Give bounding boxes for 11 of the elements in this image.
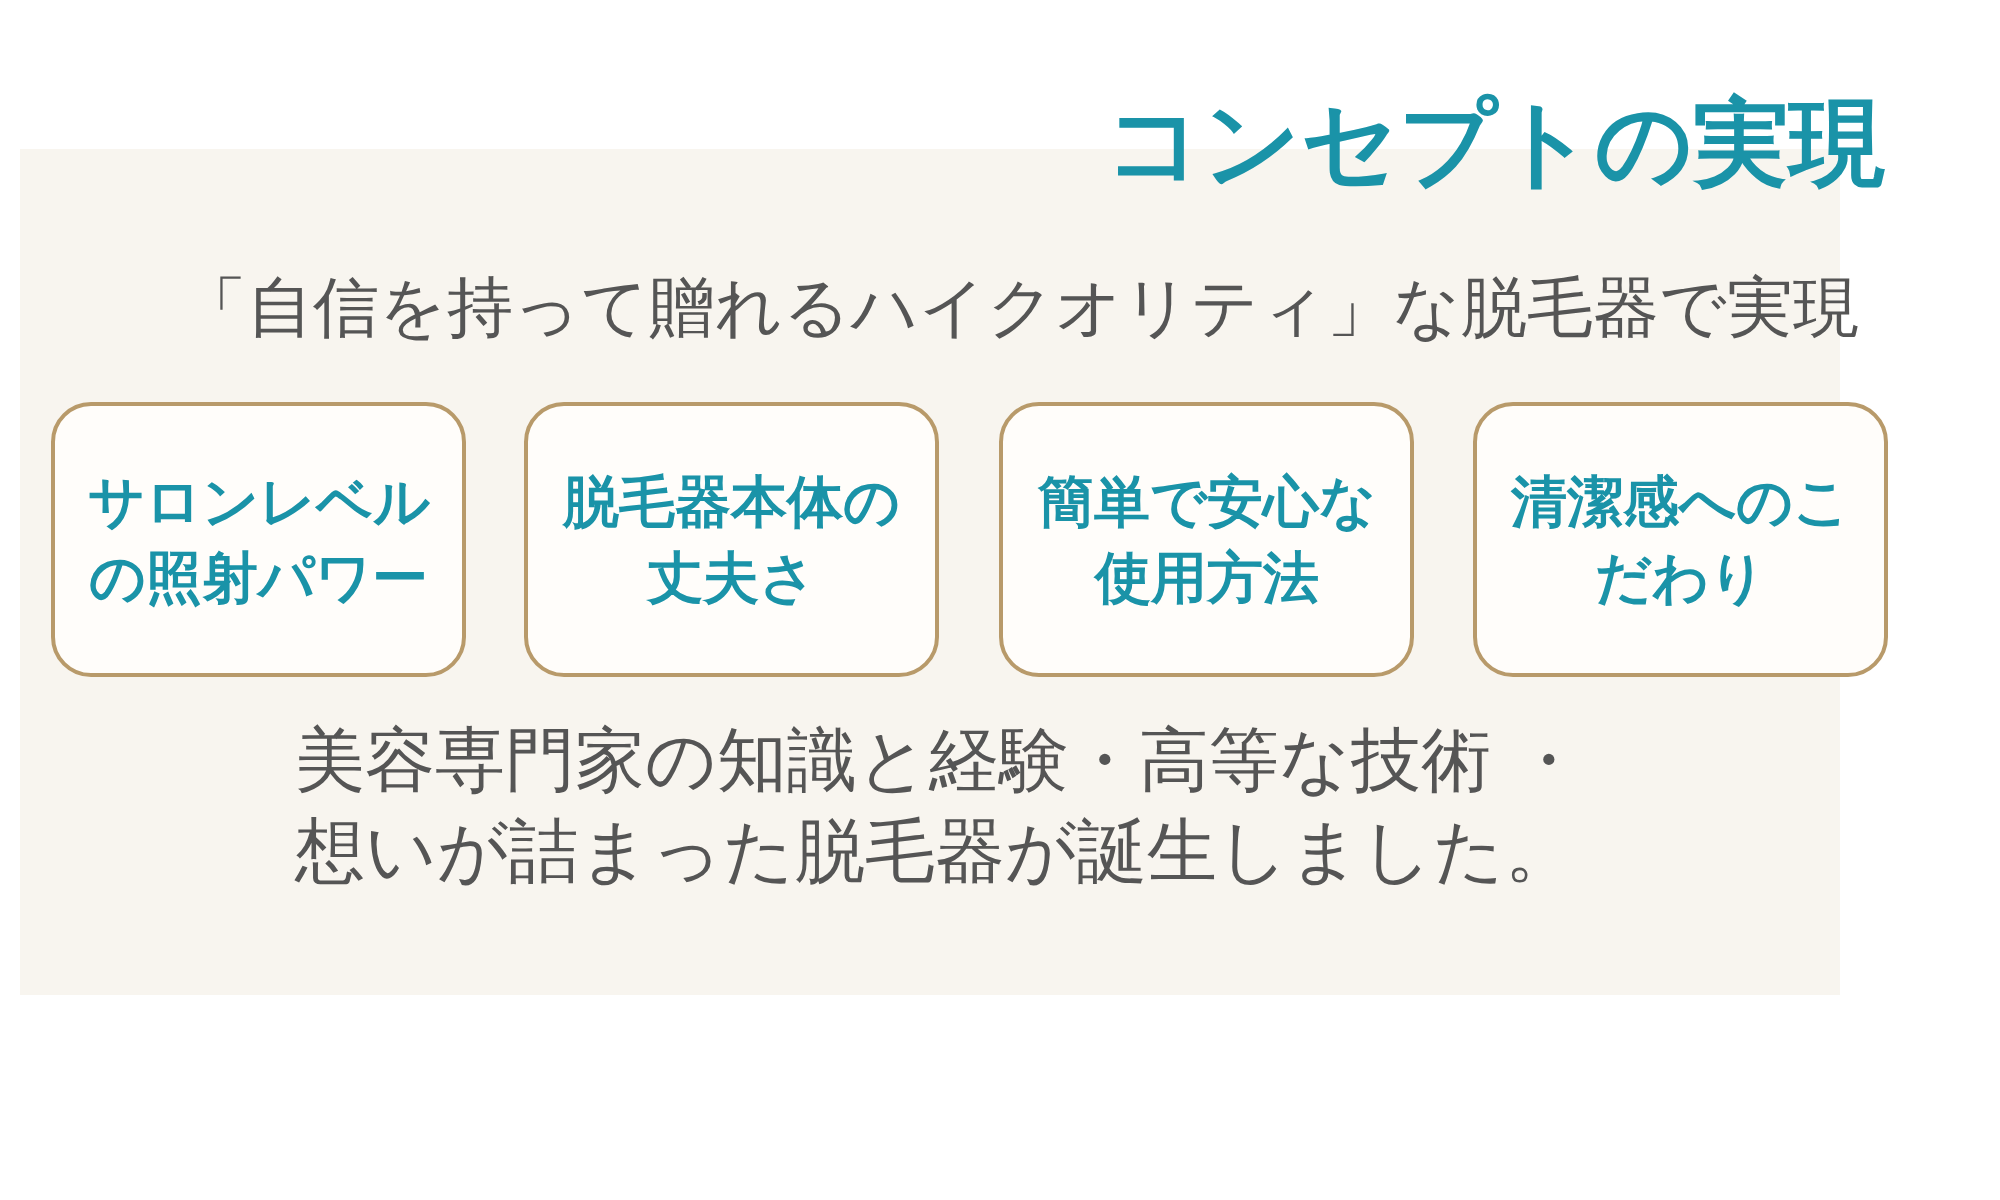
title: コンセプトの実現 — [1105, 85, 1885, 201]
card-text: サロンレベルの照射パワー — [86, 467, 431, 612]
concept-card — [524, 402, 939, 677]
description-text: 美容専門家の知識と経験・高等な技術 ・想いが詰まった脱毛器が誕生しました。 — [295, 718, 1585, 894]
card-text: 脱毛器本体の丈夫さ — [561, 467, 901, 612]
concept-card — [1473, 402, 1888, 677]
concept-card — [51, 402, 466, 677]
card-text: 清潔感へのこだわり — [1510, 467, 1851, 612]
concept-card — [999, 402, 1414, 677]
subtitle: 「自信を持って贈れるハイクオリティ」な脱毛器で実現 — [180, 268, 1860, 348]
card-text: 簡単で安心な使用方法 — [1036, 467, 1377, 612]
